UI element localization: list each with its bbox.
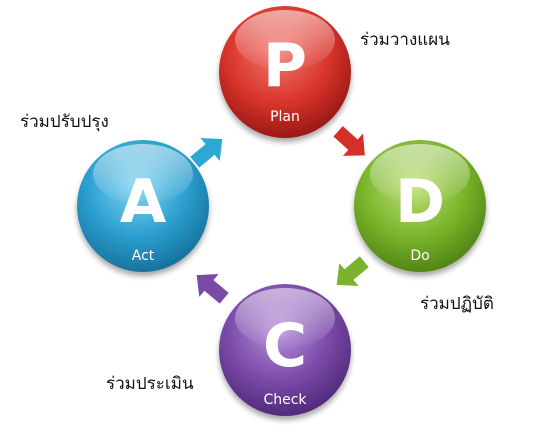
plan-side-label: ร่วมวางแผน (360, 30, 450, 50)
plan-circle: P Plan (219, 6, 351, 138)
act-side-label: ร่วมปรับปรุง (20, 112, 109, 132)
arrow-do-to-check (336, 256, 369, 287)
do-name: Do (410, 248, 429, 264)
act-letter: A (120, 167, 167, 237)
plan-letter: P (263, 31, 307, 101)
act-circle: A Act (77, 140, 209, 272)
check-letter: C (263, 311, 307, 381)
arrow-check-to-act (196, 273, 229, 304)
do-side-label: ร่วมปฏิบัติ (420, 294, 494, 314)
arrow-plan-to-do (333, 126, 365, 156)
plan-name: Plan (270, 109, 300, 125)
arrow-act-to-plan (190, 137, 223, 168)
do-letter: D (395, 167, 445, 237)
check-circle: C Check (219, 284, 351, 416)
act-name: Act (132, 248, 155, 264)
check-name: Check (263, 392, 307, 408)
do-circle: D Do (354, 140, 486, 272)
check-side-label: ร่วมประเมิน (106, 374, 194, 394)
